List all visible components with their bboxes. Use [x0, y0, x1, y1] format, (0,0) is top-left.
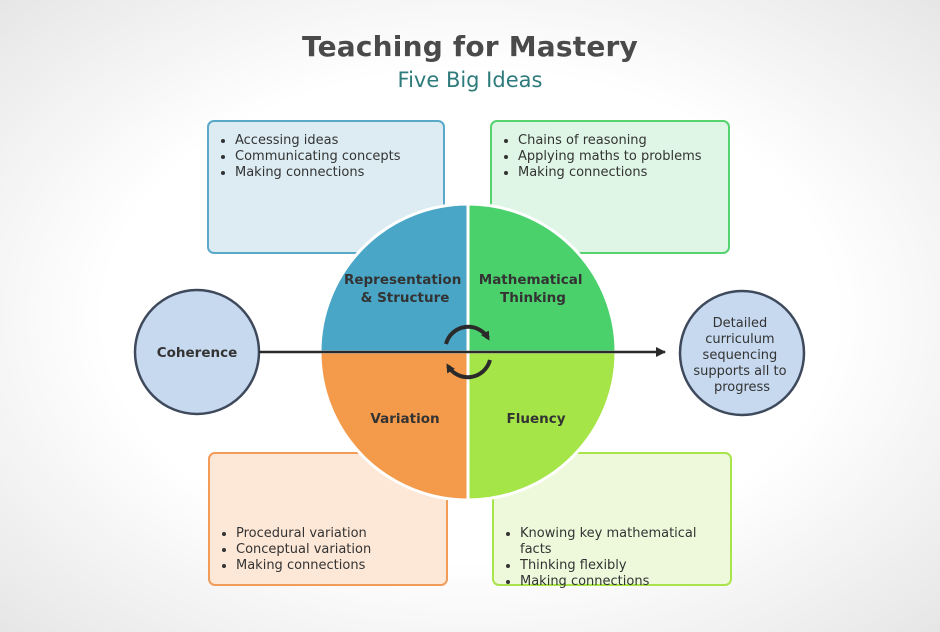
quadrant-mathematical-thinking: [466, 202, 618, 354]
box-item: Conceptual variation: [236, 542, 446, 558]
outcome-circle: [678, 289, 806, 417]
diagram-subtitle: Five Big Ideas: [397, 68, 543, 92]
box-item: Making connections: [235, 165, 443, 181]
outcome-label: Detailed curriculum sequencing supports …: [693, 316, 790, 395]
label-representation-structure: Representation & Structure: [344, 272, 466, 306]
box-item: Thinking flexibly: [520, 558, 730, 574]
box-item: Communicating concepts: [235, 149, 443, 165]
coherence-label: Coherence: [157, 345, 238, 361]
box-item: Accessing ideas: [235, 133, 443, 149]
label-mathematical-thinking: Mathematical Thinking: [479, 272, 587, 306]
box-item: Procedural variation: [236, 526, 446, 542]
box-item: Making connections: [518, 165, 728, 181]
box-item: Making connections: [520, 574, 730, 590]
box-item: Chains of reasoning: [518, 133, 728, 149]
box-item: Applying maths to problems: [518, 149, 728, 165]
quadrant-representation-structure: [318, 202, 470, 354]
quadrant-fluency: [466, 350, 618, 502]
label-variation: Variation: [370, 411, 439, 427]
quadrant-variation: [318, 350, 470, 502]
box-item: Making connections: [236, 558, 446, 574]
label-fluency: Fluency: [506, 411, 565, 427]
cycle-arrows-icon: [444, 324, 492, 380]
diagram-title: Teaching for Mastery: [302, 30, 638, 63]
box-fluency: Knowing key mathematical facts Thinking …: [492, 452, 732, 589]
box-item: Knowing key mathematical facts: [520, 526, 730, 558]
